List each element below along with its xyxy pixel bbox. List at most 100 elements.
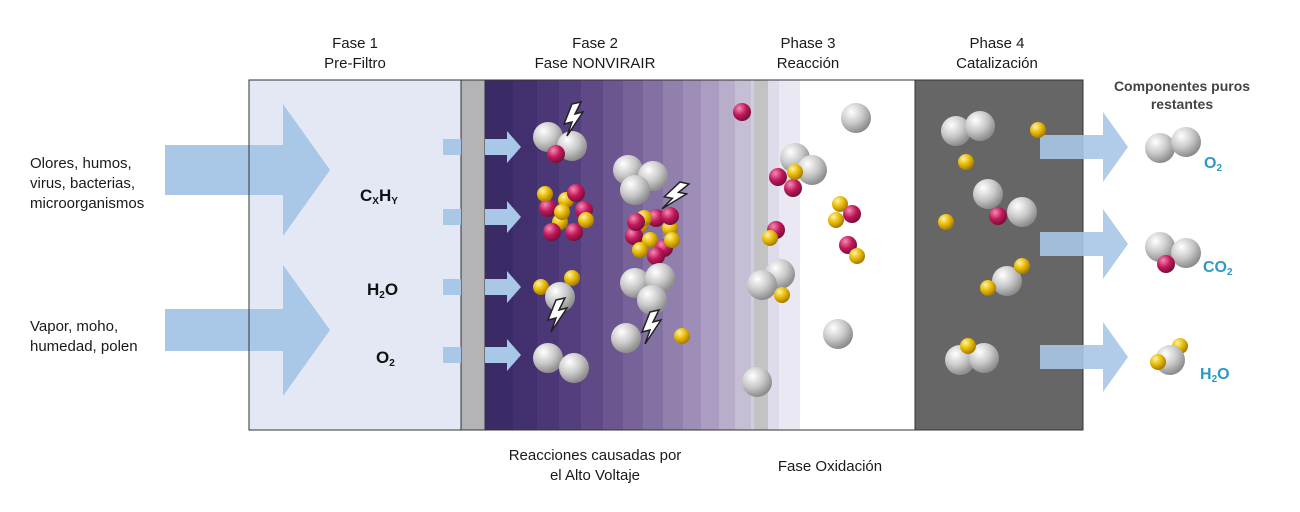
carbon-atom-icon xyxy=(769,168,787,186)
oxygen-atom-icon xyxy=(973,179,1003,209)
carbon-atom-icon xyxy=(539,199,557,217)
hydrogen-atom-icon xyxy=(787,164,803,180)
output-arrow xyxy=(1040,322,1128,392)
voltage-stripe xyxy=(485,80,513,430)
voltage-stripe xyxy=(559,80,581,430)
oxygen-atom-icon xyxy=(742,367,772,397)
flow-arrow xyxy=(485,339,521,371)
voltage-stripe xyxy=(701,80,719,430)
lightning-icon xyxy=(546,296,569,333)
flow-arrow-stub xyxy=(443,279,461,295)
voltage-stripe xyxy=(719,80,735,430)
oxygen-atom-icon xyxy=(611,323,641,353)
hydrogen-atom-icon xyxy=(664,232,680,248)
hydrogen-atom-icon xyxy=(632,242,648,258)
output-label-h2o: H2O xyxy=(1200,366,1230,385)
hydrogen-atom-icon xyxy=(533,279,549,295)
voltage-stripe xyxy=(513,80,537,430)
oxidation-caption: Fase Oxidación xyxy=(777,458,883,475)
voltage-stripe xyxy=(537,80,559,430)
hydrogen-atom-icon xyxy=(774,287,790,303)
flow-arrow-stub xyxy=(443,347,461,363)
voltage-stripe xyxy=(754,80,768,430)
molecule-label-h2o-in: H2O xyxy=(367,280,399,301)
hydrogen-atom-icon xyxy=(578,212,594,228)
output-arrow xyxy=(1040,209,1128,279)
oxygen-atom-icon xyxy=(1007,197,1037,227)
flow-arrow xyxy=(485,201,521,233)
voltage-stripe xyxy=(683,80,701,430)
oxygen-atom-icon xyxy=(969,343,999,373)
oxygen-atom-icon xyxy=(747,270,777,300)
oxygen-atom-icon xyxy=(1145,133,1175,163)
oxygen-atom-icon xyxy=(637,285,667,315)
oxygen-atom-icon xyxy=(841,103,871,133)
input-arrow-1 xyxy=(165,104,330,236)
input-label-odors: Olores, humos,virus, bacterias,microorga… xyxy=(30,155,145,212)
hydrogen-atom-icon xyxy=(938,214,954,230)
carbon-atom-icon xyxy=(989,207,1007,225)
voltage-stripe xyxy=(779,80,800,430)
hydrogen-atom-icon xyxy=(564,270,580,286)
carbon-atom-icon xyxy=(661,207,679,225)
hydrogen-atom-icon xyxy=(762,230,778,246)
carbon-atom-icon xyxy=(647,247,665,265)
oxygen-atom-icon xyxy=(1145,232,1175,262)
voltage-stripe xyxy=(581,80,603,430)
oxygen-atom-icon xyxy=(545,282,575,312)
oxygen-atom-icon xyxy=(992,266,1022,296)
molecule-label-o2-in: O2 xyxy=(376,348,395,369)
hydrogen-atom-icon xyxy=(832,196,848,212)
oxygen-atom-icon xyxy=(533,122,563,152)
hydrogen-atom-icon xyxy=(642,232,658,248)
oxygen-atom-icon xyxy=(965,111,995,141)
lightning-icon xyxy=(661,181,691,210)
carbon-atom-icon xyxy=(565,223,583,241)
oxygen-atom-icon xyxy=(823,319,853,349)
carbon-atom-icon xyxy=(1157,255,1175,273)
carbon-atom-icon xyxy=(627,213,645,231)
filter-strip xyxy=(460,79,486,431)
hydrogen-atom-icon xyxy=(828,212,844,228)
oxygen-atom-icon xyxy=(1171,127,1201,157)
oxygen-atom-icon xyxy=(797,155,827,185)
hydrogen-atom-icon xyxy=(849,248,865,264)
hydrogen-atom-icon xyxy=(980,280,996,296)
output-label-co2: CO2 xyxy=(1203,259,1233,278)
carbon-atom-icon xyxy=(543,223,561,241)
hydrogen-atom-icon xyxy=(674,328,690,344)
hydrogen-atom-icon xyxy=(960,338,976,354)
output-label-o2: O2 xyxy=(1204,155,1223,174)
carbon-atom-icon xyxy=(547,145,565,163)
hydrogen-atom-icon xyxy=(537,186,553,202)
oxygen-atom-icon xyxy=(941,116,971,146)
voltage-stripe xyxy=(735,80,751,430)
oxygen-atom-icon xyxy=(620,175,650,205)
carbon-atom-icon xyxy=(625,227,643,245)
flow-arrow-stub xyxy=(443,209,461,225)
input-label-vapor: Vapor, moho,humedad, polen xyxy=(30,318,138,355)
carbon-atom-icon xyxy=(567,184,585,202)
carbon-atom-icon xyxy=(843,205,861,223)
hydrogen-atom-icon xyxy=(958,154,974,170)
oxygen-atom-icon xyxy=(1171,238,1201,268)
output-arrow xyxy=(1040,112,1128,182)
oxygen-atom-icon xyxy=(559,353,589,383)
hydrogen-atom-icon xyxy=(554,204,570,220)
hydrogen-atom-icon xyxy=(1014,258,1030,274)
hydrogen-atom-icon xyxy=(1150,354,1166,370)
oxygen-atom-icon xyxy=(533,343,563,373)
carbon-atom-icon xyxy=(733,103,751,121)
flow-arrow-stub xyxy=(443,139,461,155)
lightning-icon xyxy=(640,308,663,345)
prefilter-zone xyxy=(248,79,462,431)
hydrogen-atom-icon xyxy=(1030,122,1046,138)
flow-arrow xyxy=(485,131,521,163)
